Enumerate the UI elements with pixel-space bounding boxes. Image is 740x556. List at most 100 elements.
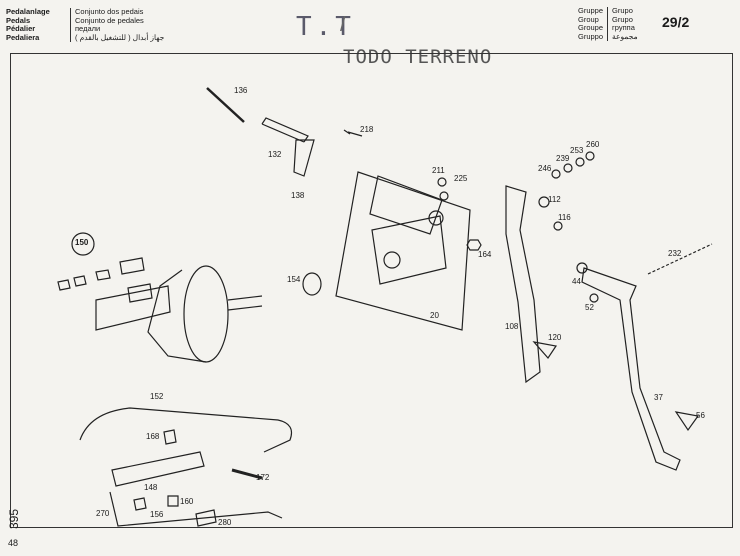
language-list: Pedalanlage Pedals Pédalier Pedaliera	[6, 7, 50, 42]
part-label-132: 132	[268, 150, 282, 159]
part-253-shape	[575, 157, 585, 167]
part-label-56: 56	[696, 411, 705, 420]
part-label-239: 239	[556, 154, 570, 163]
part-label-52: 52	[585, 303, 594, 312]
bracket-20-shape	[335, 171, 471, 331]
pipe-270-shape	[109, 491, 283, 527]
nut-160-shape	[167, 495, 179, 507]
part-label-253: 253	[570, 146, 584, 155]
clip-168-shape	[163, 429, 177, 445]
part-label-260: 260	[586, 140, 600, 149]
side-page-number: 395	[7, 508, 21, 530]
clip-154-shape	[302, 272, 322, 296]
bolt-218-shape	[343, 129, 363, 137]
group-header: Gruppe Group Groupe Gruppo Grupo Grupo г…	[578, 6, 638, 42]
part-label-37: 37	[654, 393, 663, 402]
part-label-156: 156	[150, 510, 164, 519]
booster-shell-shape	[183, 265, 229, 363]
part-label-168: 168	[146, 432, 160, 441]
language-list-2: Conjunto dos pedais Conjunto de pedales …	[70, 7, 165, 43]
part-label-148: 148	[144, 483, 158, 492]
bracket-top-shape	[369, 175, 443, 235]
language-es: Conjunto de pedales	[75, 15, 144, 25]
seal-156-shape	[133, 497, 147, 511]
part-246-shape	[551, 169, 561, 179]
language-it: Pedaliera	[6, 32, 40, 42]
part-239-shape	[563, 163, 573, 173]
seal-kit-150-circle	[71, 232, 95, 256]
pipe-152-shape	[79, 407, 293, 453]
hose-280-shape	[195, 509, 217, 527]
part-label-138: 138	[291, 191, 305, 200]
diagram-frame	[10, 53, 733, 528]
language-de: Pedalanlage	[6, 7, 50, 16]
part-label-120: 120	[548, 333, 562, 342]
nut-211-shape	[437, 177, 447, 187]
shaft-132-shape	[261, 117, 309, 143]
part-44-shape	[576, 262, 588, 274]
stamp-todo-terreno: TODO TERRENO	[343, 46, 493, 68]
pad-56-shape	[674, 411, 700, 432]
part-label-218: 218	[360, 125, 374, 134]
stamp-mark: /	[340, 14, 346, 36]
part-label-270: 270	[96, 509, 110, 518]
part-label-232: 232	[668, 249, 682, 258]
master-cylinder-shape	[95, 285, 171, 331]
part-116-shape	[553, 221, 563, 231]
language-en: Pedals	[6, 15, 31, 25]
part-112-shape	[538, 196, 550, 208]
group-number: 29/2	[662, 14, 690, 30]
language-ar: جهاز أبدال ( للتشغيل بالقدم )	[75, 32, 165, 42]
stamp-tt: T.T	[296, 12, 355, 42]
bracket-hole-shape	[383, 251, 401, 269]
part-label-280: 280	[218, 518, 232, 527]
bracket-hole-2-shape	[428, 210, 444, 226]
part-260-shape	[585, 151, 595, 161]
pin-136-shape	[206, 87, 245, 123]
group-label-it: Gruppo	[578, 31, 604, 41]
language-ru: педали	[75, 24, 101, 34]
pad-120-shape	[532, 341, 558, 359]
bolt-172-shape	[231, 468, 263, 480]
booster-rod-shape	[227, 295, 263, 311]
lever-132-shape	[293, 139, 315, 177]
part-label-225: 225	[454, 174, 468, 183]
part-label-152: 152	[150, 392, 164, 401]
booster-body-shape	[147, 269, 207, 363]
part-label-116: 116	[558, 213, 571, 222]
part-label-150: 150	[75, 238, 89, 247]
group-label-ar: مجموعة	[612, 31, 638, 41]
nut-164-shape	[466, 239, 482, 251]
part-label-112: 112	[548, 195, 561, 204]
part-label-44: 44	[572, 277, 581, 286]
part-label-164: 164	[478, 250, 492, 259]
part-label-172: 172	[256, 473, 270, 482]
group-label-de: Gruppe	[578, 6, 604, 15]
pedal-108-shape	[505, 185, 541, 384]
spring-232-shape	[647, 243, 713, 275]
part-label-246: 246	[538, 164, 552, 173]
language-fr: Pédalier	[6, 24, 36, 34]
pedal-37-shape	[581, 267, 681, 471]
part-label-108: 108	[505, 322, 519, 331]
group-label-pt: Grupo	[612, 6, 633, 15]
part-label-154: 154	[287, 275, 301, 284]
language-pt: Conjunto dos pedais	[75, 7, 144, 16]
group-label-es: Grupo	[612, 14, 633, 24]
group-label-fr: Groupe	[578, 23, 604, 33]
clutch-cylinder-148-shape	[111, 451, 205, 487]
reservoir-cap-shape	[127, 283, 153, 303]
seal-kit-150-shapes	[57, 257, 145, 291]
nut-225-shape	[439, 191, 449, 201]
footer-page-number: 48	[8, 538, 19, 548]
bracket-box-shape	[371, 215, 447, 285]
part-52-shape	[589, 293, 599, 303]
group-label-en: Group	[578, 14, 599, 24]
group-label-ru: группа	[612, 23, 635, 33]
part-label-20: 20	[430, 311, 439, 320]
part-label-136: 136	[234, 86, 248, 95]
part-label-160: 160	[180, 497, 194, 506]
part-label-211: 211	[432, 166, 445, 175]
